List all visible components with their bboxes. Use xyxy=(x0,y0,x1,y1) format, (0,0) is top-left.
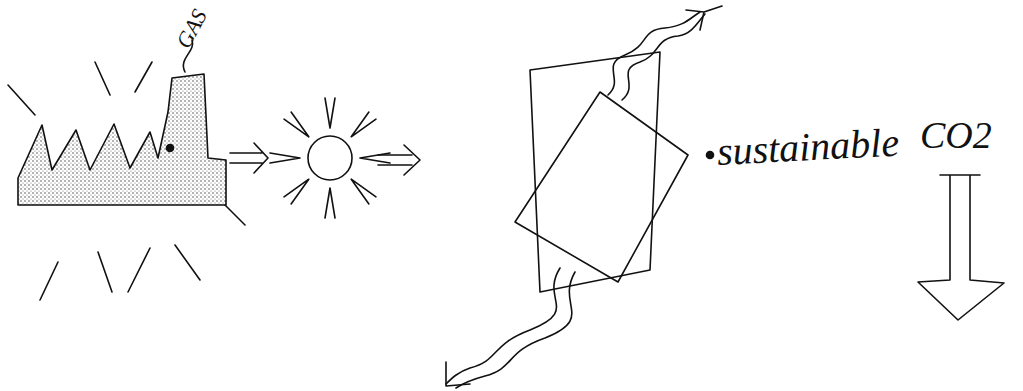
bullet-dot xyxy=(707,152,714,159)
chemical-label: CO2 xyxy=(920,116,992,154)
arrow-head xyxy=(446,362,470,386)
smoke-label: GAS xyxy=(173,6,211,52)
double-arrow xyxy=(378,145,420,175)
sketch-diamond xyxy=(515,92,688,282)
arrow-head xyxy=(686,6,722,30)
hollow-down-arrow xyxy=(918,175,1004,320)
wavy-arrow-up xyxy=(622,14,705,100)
wavy-arrow-up xyxy=(608,12,700,95)
wavy-arrow-down xyxy=(456,272,575,388)
factory-building xyxy=(18,74,226,205)
sketch-square xyxy=(530,52,660,292)
factory-rays xyxy=(8,62,245,300)
double-arrow xyxy=(230,143,268,173)
sun-symbol xyxy=(270,98,390,218)
bullet-dot xyxy=(167,145,174,152)
note-label: sustainable xyxy=(716,123,900,172)
